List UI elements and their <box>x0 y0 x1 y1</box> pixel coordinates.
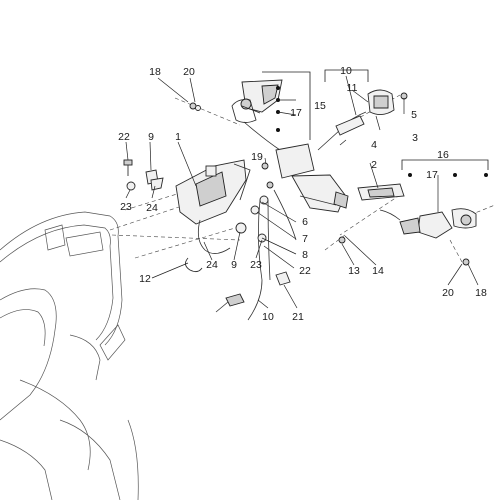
callout-24-center: 24 <box>206 259 218 271</box>
group-brackets <box>262 69 489 177</box>
callout-10-bottom: 10 <box>262 311 274 323</box>
callout-20-left: 20 <box>183 66 195 78</box>
callout-14: 14 <box>372 265 384 277</box>
callout-5: 5 <box>411 109 417 121</box>
license-plate-holder <box>175 159 297 321</box>
callout-19: 19 <box>251 151 263 163</box>
callout-4: 4 <box>371 139 377 151</box>
callout-labels: 18 20 10 11 5 15 17 3 22 9 1 4 16 19 2 1… <box>118 65 487 323</box>
callout-24-left: 24 <box>146 202 158 214</box>
fasteners <box>123 92 470 313</box>
callout-9-top: 9 <box>148 131 154 143</box>
tail-light-assembly <box>275 143 349 213</box>
callout-7: 7 <box>302 233 308 245</box>
left-turn-signal <box>231 79 283 151</box>
callout-9-center: 9 <box>231 259 237 271</box>
callout-17-right: 17 <box>426 169 438 181</box>
scooter-rear-frame-ghost <box>0 211 139 500</box>
callout-18-right: 18 <box>475 287 487 299</box>
callout-11: 11 <box>347 82 358 94</box>
callout-6: 6 <box>302 216 308 228</box>
callout-12: 12 <box>139 273 151 285</box>
callout-2: 2 <box>371 159 377 171</box>
callout-16: 16 <box>437 149 449 161</box>
right-turn-signal-lower <box>357 183 477 239</box>
callout-3: 3 <box>412 132 418 144</box>
callout-20-right: 20 <box>442 287 454 299</box>
callout-22-center: 22 <box>299 265 311 277</box>
callout-15: 15 <box>314 100 326 112</box>
callout-13: 13 <box>348 265 360 277</box>
right-turn-signal-upper <box>317 89 395 151</box>
leader-lines <box>125 75 479 309</box>
callout-23-left: 23 <box>120 201 132 213</box>
callout-23-center: 23 <box>250 259 262 271</box>
callout-22-left: 22 <box>118 131 130 143</box>
callout-18-left: 18 <box>149 66 161 78</box>
callout-1: 1 <box>175 131 181 143</box>
callout-17-left: 17 <box>290 107 302 119</box>
callout-8: 8 <box>302 249 308 261</box>
callout-21: 21 <box>292 311 304 323</box>
callout-10-top: 10 <box>340 65 352 77</box>
